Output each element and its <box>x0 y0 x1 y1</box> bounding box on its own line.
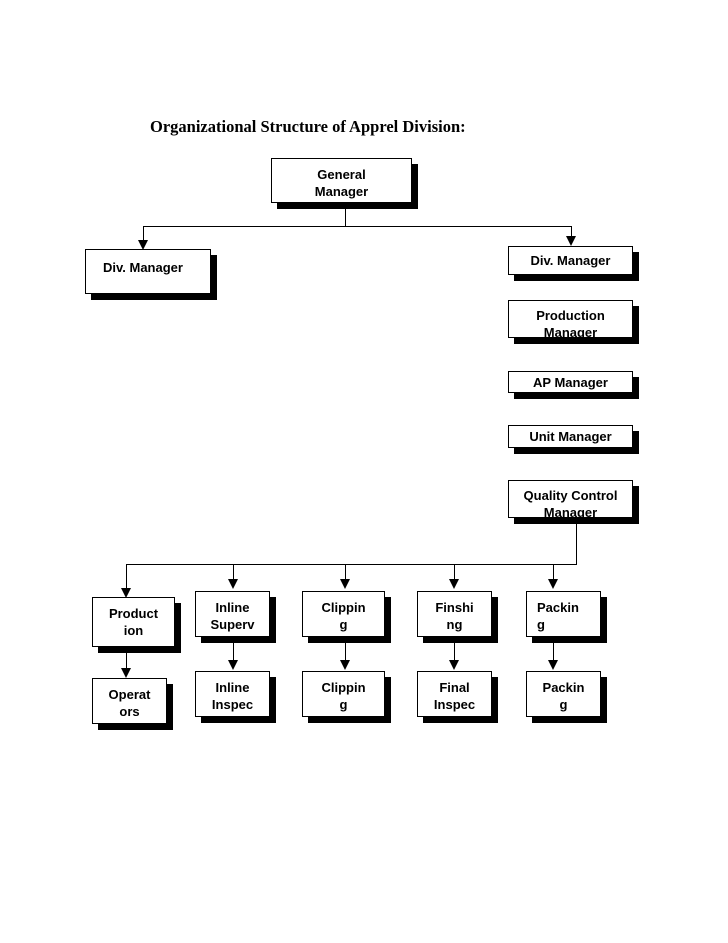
node-operators: Operat ors <box>92 678 167 724</box>
arrow-down-icon <box>228 579 238 589</box>
node-label: Manager <box>543 325 598 338</box>
node-label: Clippin <box>321 600 366 615</box>
connector <box>126 564 127 588</box>
connector <box>454 564 455 579</box>
node-label: Div. Manager <box>530 253 611 268</box>
connector <box>553 642 554 660</box>
arrow-down-icon <box>138 240 148 250</box>
node-inline-supervisor: Inline Superv <box>195 591 270 637</box>
node-clipping-2: Clippin g <box>302 671 385 717</box>
node-clipping: Clippin g <box>302 591 385 637</box>
node-finishing: Finshi ng <box>417 591 492 637</box>
node-label: Inspec <box>211 697 254 712</box>
arrow-down-icon <box>566 236 576 246</box>
arrow-down-icon <box>228 660 238 670</box>
node-div-manager-left: Div. Manager <box>85 249 211 294</box>
node-label: Unit Manager <box>529 429 612 444</box>
connector <box>143 226 144 240</box>
node-label: Inline <box>215 680 250 695</box>
node-label: ng <box>446 617 463 632</box>
connector <box>571 226 572 236</box>
arrow-down-icon <box>548 579 558 589</box>
node-label: Div. Manager <box>103 260 183 275</box>
node-label: Clippin <box>321 680 366 695</box>
node-packing: Packin g <box>526 591 601 637</box>
node-label: Packin <box>542 680 585 695</box>
node-label: Inspec <box>433 697 476 712</box>
node-label: ion <box>123 623 144 638</box>
node-label: Final <box>439 680 470 695</box>
node-label: Packin <box>537 600 579 615</box>
node-unit-manager: Unit Manager <box>508 425 633 448</box>
node-final-inspector: Final Inspec <box>417 671 492 717</box>
node-label: g <box>559 697 568 712</box>
arrow-down-icon <box>548 660 558 670</box>
node-production-manager: Production Manager <box>508 300 633 338</box>
arrow-down-icon <box>121 588 131 598</box>
node-quality-control-manager: Quality Control Manager <box>508 480 633 518</box>
node-label: Manager <box>543 505 598 518</box>
node-label: Inline <box>215 600 250 615</box>
connector <box>233 564 234 579</box>
arrow-down-icon <box>340 660 350 670</box>
node-general-manager: General Manager <box>271 158 412 203</box>
node-label: Operat <box>108 687 151 702</box>
node-production: Product ion <box>92 597 175 647</box>
connector <box>345 642 346 660</box>
connector <box>576 524 577 565</box>
node-label: Production <box>536 308 605 323</box>
node-div-manager-right: Div. Manager <box>508 246 633 275</box>
arrow-down-icon <box>449 660 459 670</box>
node-label: AP Manager <box>533 375 608 390</box>
arrow-down-icon <box>449 579 459 589</box>
node-label: Superv <box>210 617 255 632</box>
node-label: Product <box>108 606 159 621</box>
page-title: Organizational Structure of Apprel Divis… <box>150 117 466 136</box>
node-label: g <box>339 697 348 712</box>
node-label: Manager <box>314 184 369 199</box>
connector <box>345 207 346 227</box>
node-label: Quality Control <box>523 488 618 503</box>
node-ap-manager: AP Manager <box>508 371 633 393</box>
node-label: ors <box>119 704 140 719</box>
node-packing-2: Packin g <box>526 671 601 717</box>
connector <box>126 652 127 668</box>
connector <box>345 564 346 579</box>
arrow-down-icon <box>340 579 350 589</box>
node-label: g <box>537 617 545 632</box>
node-label: g <box>339 617 348 632</box>
connector <box>233 642 234 660</box>
connector <box>553 564 554 579</box>
node-label: General <box>317 167 366 182</box>
connector <box>454 642 455 660</box>
connector <box>126 564 577 565</box>
arrow-down-icon <box>121 668 131 678</box>
node-label: Finshi <box>435 600 474 615</box>
connector <box>143 226 572 227</box>
node-inline-inspector: Inline Inspec <box>195 671 270 717</box>
